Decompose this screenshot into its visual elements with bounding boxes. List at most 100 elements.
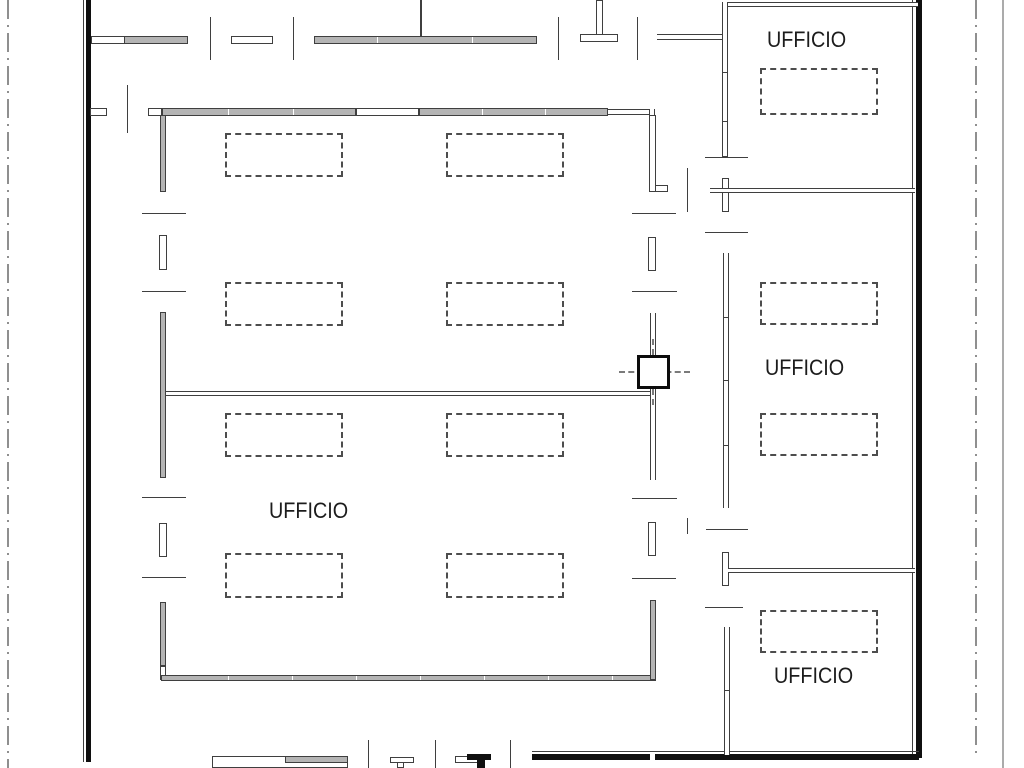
door-leaf (648, 522, 656, 556)
desk-outline (446, 133, 564, 177)
wall-joint (356, 676, 357, 680)
door-swing-line (705, 157, 748, 158)
column-symbol (637, 355, 670, 389)
wall-joint (293, 109, 294, 115)
office-middle-right-bottom-wall (728, 568, 915, 573)
room-label-office-middle-right: UFFICIO (765, 355, 845, 380)
beam-line (166, 391, 650, 396)
desk-outline (760, 413, 878, 456)
wall-fragment-dark (467, 754, 491, 760)
wall-joint (724, 690, 730, 691)
wall-joint (482, 109, 483, 115)
wall-joint (548, 676, 549, 680)
wall-endcap (148, 108, 162, 116)
wall-stub (596, 0, 603, 36)
wall-joint (650, 754, 655, 760)
wall-fragment (285, 756, 348, 763)
open-office-top-wall-thin (608, 109, 655, 115)
door-swing-tick (435, 740, 436, 768)
door-swing-tick (127, 85, 128, 133)
wall-stub (90, 108, 107, 116)
door-swing-line (142, 291, 186, 292)
open-office-bottom-wall (161, 675, 656, 681)
wall-stub (722, 178, 729, 212)
door-swing-line (632, 578, 676, 579)
exterior-wall-left (86, 0, 91, 762)
wall-joint (228, 109, 229, 115)
desk-outline (446, 553, 564, 598)
door-swing-line (142, 497, 186, 498)
office-top-right-top-wall (725, 2, 918, 7)
wall-stub (420, 0, 422, 36)
wall-fragment-dark (477, 759, 485, 768)
door-swing-line (142, 577, 186, 578)
door-leaf (159, 235, 167, 270)
door-swing-line (705, 607, 743, 608)
door-swing-tick (368, 740, 369, 768)
open-office-right-wall (650, 600, 656, 680)
door-swing-tick (210, 17, 211, 60)
open-office-top-wall (162, 108, 356, 116)
wall-joint (723, 445, 729, 446)
door-swing-line (705, 232, 748, 233)
door-swing-line (632, 291, 677, 292)
wall-joint (723, 380, 729, 381)
wall-joint (723, 317, 729, 318)
open-office-right-wall (649, 115, 656, 192)
desk-outline (446, 413, 564, 457)
wall-joint (545, 109, 546, 115)
office-top-right-left-wall (722, 2, 728, 121)
office-bottom-right-left-wall (724, 627, 730, 755)
window-segment (356, 108, 419, 116)
desk-outline (760, 282, 878, 325)
door-swing-line (632, 213, 676, 214)
wall-segment (231, 36, 273, 44)
exterior-wall-right-innerline (912, 0, 913, 758)
door-leaf (722, 121, 728, 157)
reference-line-right (1002, 0, 1004, 768)
door-swing-tick (510, 740, 511, 768)
desk-outline (225, 133, 343, 177)
door-swing-tick (293, 17, 294, 60)
exterior-wall-left-innerline (83, 0, 84, 762)
open-office-top-wall (419, 108, 608, 116)
desk-outline (760, 68, 878, 115)
exterior-wall-right (916, 0, 922, 758)
room-label-open-office: UFFICIO (269, 498, 349, 523)
site-boundary-line-left (7, 0, 9, 768)
site-boundary-line-right (975, 0, 977, 753)
desk-outline (760, 610, 878, 653)
wall-joint (484, 676, 485, 680)
wall-segment (314, 36, 537, 44)
room-label-office-top-right: UFFICIO (767, 27, 847, 52)
door-swing-line (632, 498, 677, 499)
door-leaf (648, 237, 656, 271)
open-office-left-wall (160, 602, 166, 666)
door-swing-tick (637, 17, 638, 60)
wall-joint (228, 676, 229, 680)
open-office-left-wall (160, 115, 166, 192)
wall-segment (124, 36, 188, 44)
door-swing-line (706, 529, 748, 530)
desk-outline (225, 413, 343, 457)
door-swing-tick (558, 17, 559, 60)
open-office-right-wall (650, 313, 656, 355)
wall-joint (292, 676, 293, 680)
room-label-office-bottom-right: UFFICIO (774, 663, 854, 688)
wall-segment (91, 36, 125, 44)
open-office-left-wall (160, 312, 166, 478)
desk-outline (225, 553, 343, 598)
desk-outline (446, 282, 564, 326)
wall-fragment (397, 762, 404, 768)
door-swing-tick (687, 518, 688, 534)
wall-joint (377, 37, 378, 43)
wall-joint (472, 37, 473, 43)
wall-segment (657, 34, 727, 40)
wall-joint (420, 676, 421, 680)
wall-segment (580, 34, 618, 42)
wall-joint (722, 72, 728, 73)
exterior-wall-bottom (532, 754, 919, 760)
office-top-right-bottom-wall (710, 188, 915, 193)
wall-joint (612, 676, 613, 680)
